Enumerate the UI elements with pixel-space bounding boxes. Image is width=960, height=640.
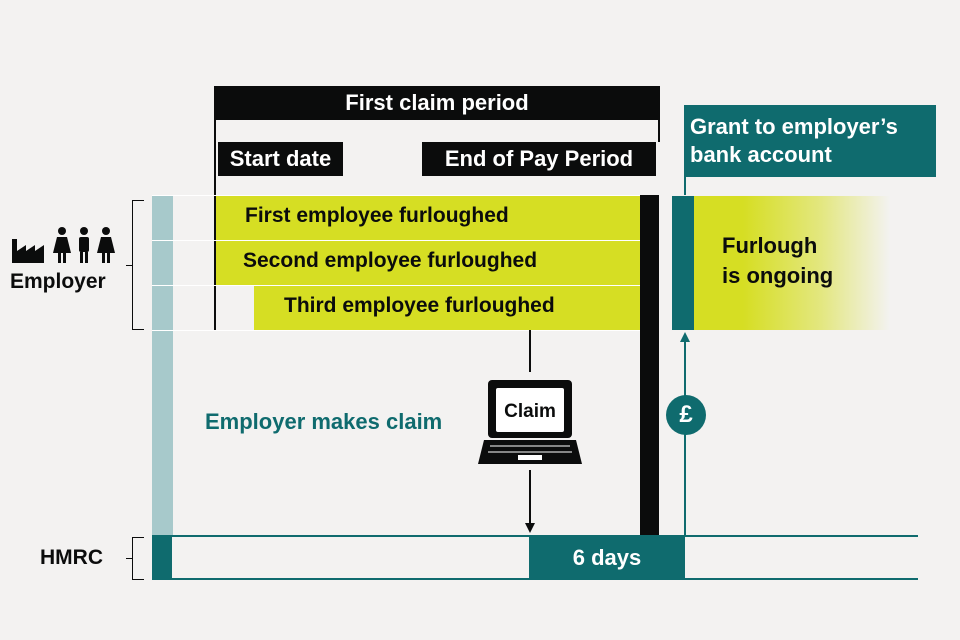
hmrc-timeline-marker: [152, 535, 172, 580]
claim-period-left-tick: [214, 120, 216, 330]
row-separator: [152, 195, 642, 196]
furlough-ongoing-line-1: Furlough: [722, 233, 818, 258]
furlough-ongoing-bar: [694, 196, 890, 330]
grant-connector-line: [684, 177, 686, 195]
arrow-up-icon: [680, 332, 690, 342]
employer-icons: [12, 227, 115, 263]
employee-label-1: First employee furloughed: [245, 204, 509, 227]
employee-bar-2: [216, 241, 642, 285]
end-of-pay-period-bar: [640, 195, 659, 535]
first-claim-period-header: First claim period: [214, 86, 660, 120]
employee-label-2: Second employee furloughed: [243, 249, 538, 272]
laptop-icon: [478, 380, 582, 464]
claim-arrow-line: [529, 470, 531, 526]
employee-bar-1: [216, 196, 642, 240]
row-separator: [152, 240, 642, 241]
factory-icon: [12, 239, 44, 263]
laptop-screen-text: Claim: [504, 401, 556, 422]
employee-bar-3: [254, 286, 642, 330]
row-separator: [152, 330, 642, 331]
female-person-icon: [53, 227, 71, 263]
grant-to-employer-label: Grant to employer’s bank account: [684, 105, 936, 177]
employer-bracket-tip: [126, 265, 133, 266]
female-person-icon: [97, 227, 115, 263]
employee-label-3: Third employee furloughed: [284, 294, 555, 317]
end-of-pay-period-label: End of Pay Period: [422, 142, 656, 176]
claim-connector-line: [529, 330, 531, 372]
pound-coin-icon: £: [666, 395, 706, 435]
arrow-down-icon: [525, 523, 535, 533]
employer-label: Employer: [10, 270, 106, 293]
male-person-icon: [79, 227, 89, 263]
grant-bar: [672, 196, 694, 330]
hmrc-bracket: [132, 537, 144, 580]
six-days-box: 6 days: [529, 535, 685, 580]
employer-bracket: [132, 200, 144, 330]
employer-makes-claim-label: Employer makes claim: [205, 409, 443, 434]
row-separator: [152, 285, 642, 286]
furlough-ongoing-line-2: is ongoing: [722, 263, 834, 288]
third-employee-gap: [216, 286, 254, 330]
hmrc-label: HMRC: [40, 546, 103, 569]
claim-period-right-tick: [658, 120, 660, 142]
start-date-label: Start date: [218, 142, 343, 176]
payment-arrow-line: [684, 340, 686, 535]
hmrc-bracket-tip: [126, 558, 133, 559]
employer-timeline-column: [152, 196, 173, 536]
